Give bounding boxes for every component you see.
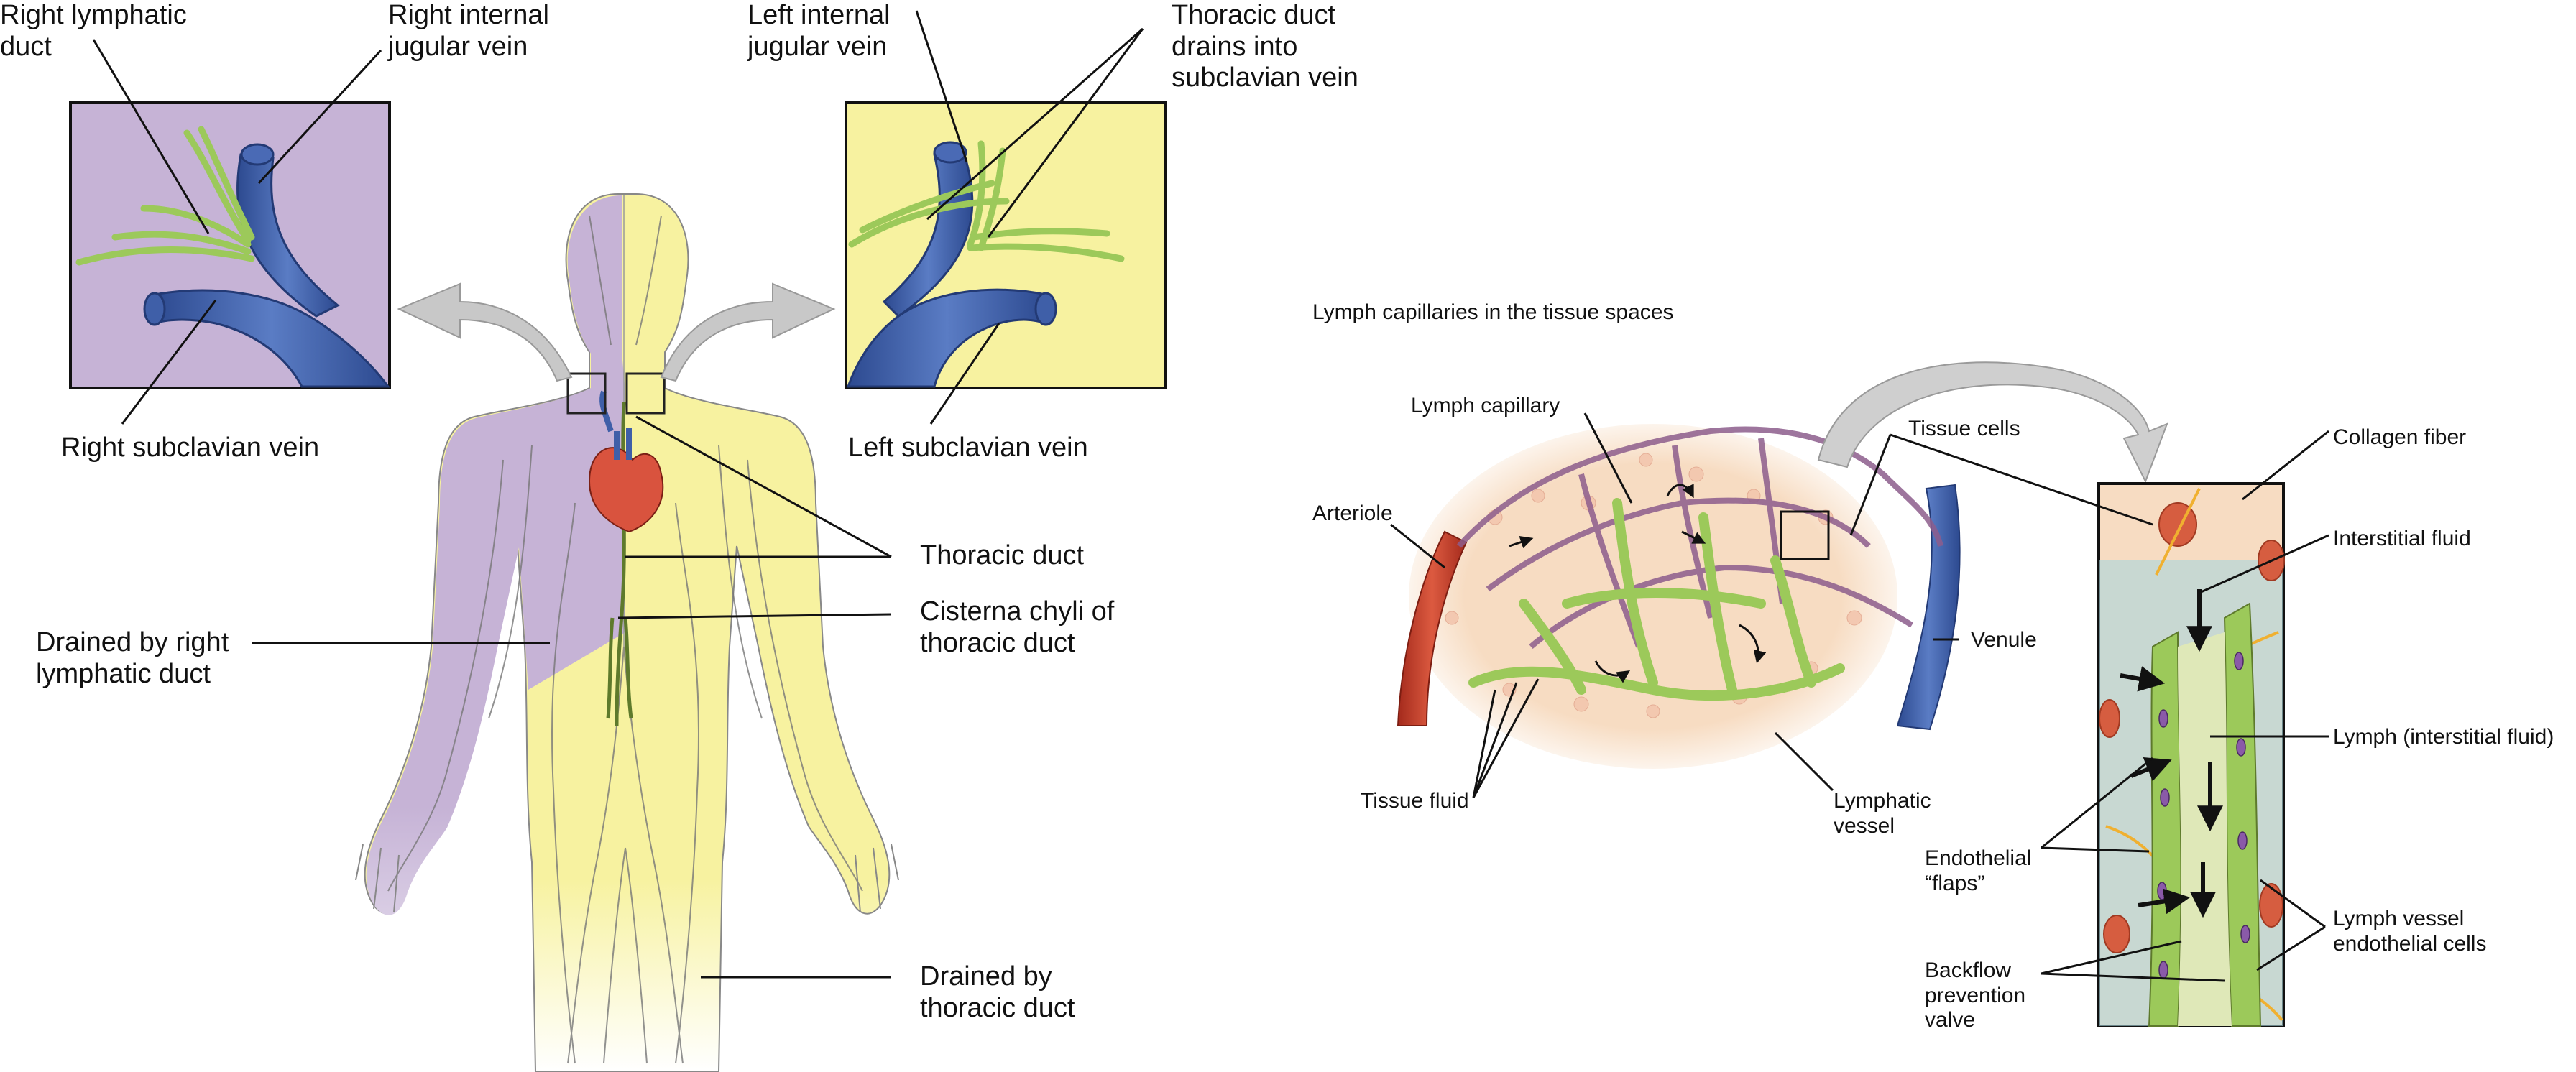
human-body-figure [355, 193, 899, 1072]
label-thoracic-duct: Thoracic duct [920, 540, 1085, 570]
label-right-lymphatic-duct: Right lymphatic duct [0, 0, 187, 62]
tissue-zoom-box [1780, 510, 1830, 560]
label-lymph-capillaries-title: Lymph capillaries in the tissue spaces [1312, 300, 1674, 324]
label-right-internal-jugular-vein: Right internal jugular vein [388, 0, 549, 62]
right-subclavian-vein-shape [153, 289, 390, 388]
label-tissue-cells: Tissue cells [1908, 417, 2020, 440]
label-lymphatic-vessel: Lymphatic vessel [1834, 789, 1931, 838]
lymph-vessel-wall-right [2223, 602, 2262, 1027]
venule-shape [1896, 484, 1961, 731]
right-lymph-ducts-shape [75, 126, 255, 266]
enlarged-lymph-vessel [2097, 482, 2285, 1027]
lymph-inside-vessel [2178, 632, 2232, 1026]
heart [588, 390, 664, 533]
label-collagen-fiber: Collagen fiber [2333, 425, 2467, 449]
label-thoracic-duct-drains: Thoracic duct drains into subclavian vei… [1172, 0, 1358, 93]
label-drained-by-right: Drained by right lymphatic duct [36, 627, 229, 689]
label-venule: Venule [1971, 628, 2037, 652]
left-lymph-ducts-shape [848, 140, 1125, 262]
label-tissue-fluid: Tissue fluid [1361, 789, 1469, 813]
arrow-to-enlarged-view [1817, 361, 2168, 484]
arrow-to-left-inset [660, 282, 836, 382]
arrow-to-right-inset [397, 282, 573, 382]
label-lymph-capillary: Lymph capillary [1411, 394, 1560, 417]
leader-lines [92, 10, 2329, 982]
right-inset [69, 101, 391, 389]
label-interstitial-fluid: Interstitial fluid [2333, 527, 2471, 550]
label-arteriole: Arteriole [1312, 502, 1393, 525]
label-right-subclavian-vein: Right subclavian vein [61, 433, 320, 463]
label-endothelial-flaps: Endothelial “flaps” [1925, 846, 2032, 895]
tissue-capillary-illustration [1397, 424, 1961, 769]
label-cisterna-chyli: Cisterna chyli of thoracic duct [920, 596, 1115, 658]
neck-box-left [625, 372, 666, 415]
label-left-internal-jugular-vein: Left internal jugular vein [748, 0, 891, 62]
label-backflow-prevention-valve: Backflow prevention valve [1925, 958, 2026, 1032]
label-lymph-vessel-endothelial-cells: Lymph vessel endothelial cells [2333, 907, 2487, 956]
neck-box-right [566, 372, 607, 415]
body-right-lymphatic-region [366, 195, 625, 915]
left-inset [845, 101, 1167, 389]
label-drained-by-thoracic: Drained by thoracic duct [920, 961, 1075, 1023]
endothelial-nuclei [2157, 652, 2250, 979]
cisterna-chyli [606, 617, 633, 719]
label-lymph-interstitial-fluid: Lymph (interstitial fluid) [2333, 725, 2554, 749]
lymph-capillary-network [1468, 498, 1845, 701]
peripheral-lymph-vessels [387, 215, 863, 1064]
label-left-subclavian-vein: Left subclavian vein [848, 433, 1088, 463]
left-subclavian-vein-shape [846, 288, 1047, 388]
